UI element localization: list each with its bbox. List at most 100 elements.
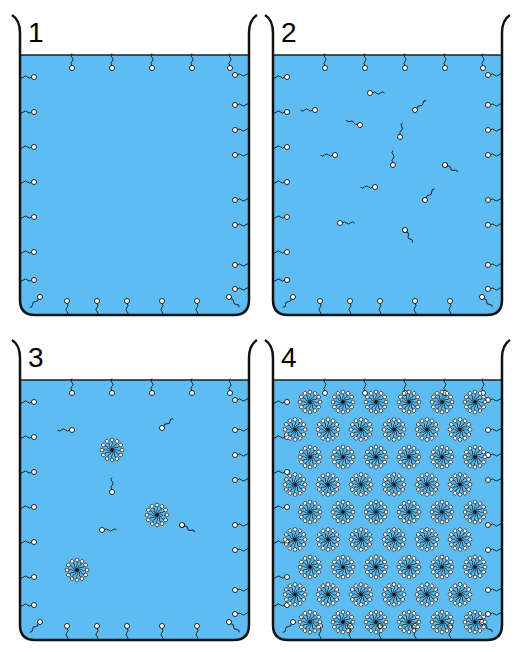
hydrophobic-tail xyxy=(468,456,477,462)
hydrophilic-head xyxy=(312,518,317,523)
hydrophilic-head xyxy=(349,538,353,542)
hydrophobic-tail xyxy=(416,100,427,109)
hydrophilic-head xyxy=(486,73,491,78)
hydrophilic-head xyxy=(228,66,233,71)
hydrophilic-head xyxy=(70,391,75,396)
hydrophilic-head xyxy=(320,436,325,441)
hydrophobic-tail xyxy=(491,154,503,156)
hydrophilic-head xyxy=(434,391,439,396)
surfactant-molecule xyxy=(486,428,503,433)
surfactant-molecule xyxy=(425,422,438,432)
hydrophilic-head xyxy=(458,528,462,532)
surfactant-molecule xyxy=(486,287,503,292)
surfactant-molecule xyxy=(233,287,250,292)
hydrophobic-tail xyxy=(426,480,435,486)
hydrophobic-tail xyxy=(29,623,39,633)
hydrophobic-tail xyxy=(375,401,381,410)
hydrophilic-head xyxy=(433,422,438,427)
surfactant-molecule xyxy=(425,532,438,542)
hydrophilic-head xyxy=(382,504,387,509)
hydrophilic-head xyxy=(449,432,454,437)
hydrophilic-head xyxy=(233,128,238,133)
surfactant-molecule xyxy=(425,473,435,486)
hydrophilic-head xyxy=(374,555,378,559)
micelle xyxy=(364,555,388,579)
hydrophobic-tail xyxy=(371,560,377,569)
hydrophilic-head xyxy=(448,483,452,487)
hydrophobic-tail xyxy=(361,186,373,188)
hydrophilic-head xyxy=(350,422,355,427)
hydrophilic-head xyxy=(318,455,322,459)
hydrophilic-head xyxy=(464,504,469,509)
hydrophilic-head xyxy=(419,491,424,496)
surfactant-molecule xyxy=(302,446,312,459)
hydrophilic-head xyxy=(283,538,287,542)
surfactant-molecule xyxy=(28,293,44,309)
hydrophilic-head xyxy=(365,394,370,399)
hydrophilic-head xyxy=(382,428,386,432)
hydrophilic-head xyxy=(301,422,306,427)
hydrophobic-tail xyxy=(305,505,311,514)
hydrophilic-head xyxy=(458,493,462,497)
hydrophilic-head xyxy=(486,153,491,158)
hydrophilic-head xyxy=(285,145,290,150)
hydrophobic-tail xyxy=(482,379,484,391)
surfactant-molecule xyxy=(386,418,396,431)
surfactant-molecule xyxy=(273,575,290,580)
micelle xyxy=(397,500,421,524)
surfactant-molecule xyxy=(20,603,37,608)
surfactant-molecule xyxy=(233,612,250,617)
surfactant-molecule xyxy=(125,299,130,316)
surfactant-molecule xyxy=(449,482,462,492)
hydrophilic-head xyxy=(75,578,79,582)
hydrophilic-head xyxy=(348,299,353,304)
hydrophilic-head xyxy=(402,428,406,432)
hydrophobic-tail xyxy=(393,480,402,486)
hydrophilic-head xyxy=(285,575,290,580)
hydrophilic-head xyxy=(190,66,195,71)
hydrophobic-tail xyxy=(441,449,443,458)
hydrophilic-head xyxy=(407,410,411,414)
hydrophilic-head xyxy=(448,428,452,432)
hydrophobic-tail xyxy=(20,541,32,543)
hydrophilic-head xyxy=(468,428,472,432)
surfactant-molecule xyxy=(440,449,453,459)
hydrophilic-head xyxy=(285,505,290,510)
hydrophilic-head xyxy=(486,198,491,203)
hydrophobic-tail xyxy=(324,54,326,66)
hydrophilic-head xyxy=(365,504,370,509)
hydrophobic-tail xyxy=(402,401,411,407)
hydrophilic-head xyxy=(326,548,330,552)
hydrophilic-head xyxy=(374,575,378,579)
hydrophobic-tail xyxy=(20,279,32,281)
hydrophilic-head xyxy=(444,573,449,578)
hydrophilic-head xyxy=(486,223,491,228)
hydrophilic-head xyxy=(415,538,419,542)
hydrophilic-head xyxy=(341,445,345,449)
hydrophilic-head xyxy=(368,91,373,96)
hydrophilic-head xyxy=(473,390,477,394)
hydrophilic-head xyxy=(233,198,238,203)
hydrophilic-head xyxy=(402,483,406,487)
surfactant-molecule xyxy=(75,562,88,572)
hydrophilic-head xyxy=(316,404,321,409)
hydrophilic-head xyxy=(368,556,373,561)
water-surface xyxy=(273,379,502,381)
hydrophilic-head xyxy=(466,532,471,537)
surfactant-molecule xyxy=(70,54,75,71)
hydrophilic-head xyxy=(458,418,462,422)
surfactant-molecule xyxy=(397,122,405,140)
surfactant-molecule xyxy=(323,54,328,71)
hydrophilic-head xyxy=(158,424,165,431)
hydrophobic-tail xyxy=(393,476,395,485)
hydrophilic-head xyxy=(350,487,355,492)
micelle xyxy=(331,390,355,414)
hydrophilic-head xyxy=(397,565,401,569)
hydrophobic-tail xyxy=(229,54,231,66)
hydrophilic-head xyxy=(334,422,339,427)
hydrophobic-tail xyxy=(309,456,315,465)
hydrophilic-head xyxy=(430,510,434,514)
hydrophilic-head xyxy=(32,400,37,405)
hydrophilic-head xyxy=(32,250,37,255)
hydrophilic-head xyxy=(110,490,115,495)
